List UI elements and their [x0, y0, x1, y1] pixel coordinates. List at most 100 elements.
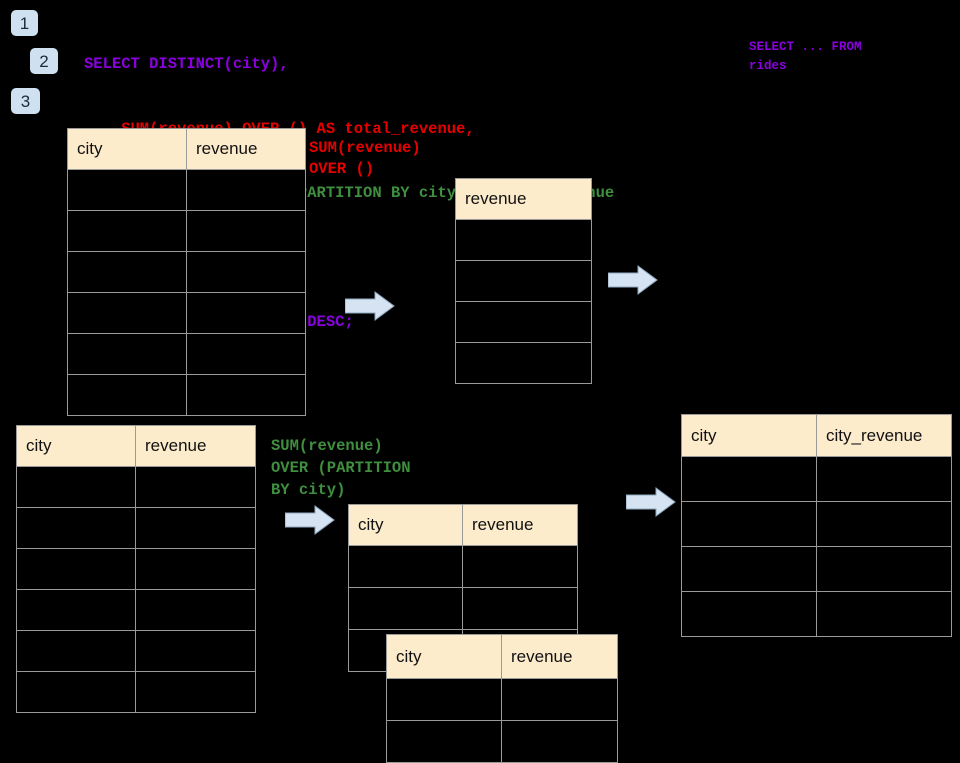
cell-city	[67, 169, 187, 211]
table-row	[455, 260, 592, 302]
cell-revenue	[135, 671, 256, 713]
cell-city	[16, 589, 136, 631]
step-badge-1: 1	[11, 10, 38, 36]
table-row	[67, 210, 306, 252]
table-source-bottom: city revenue	[16, 425, 256, 713]
cell-city	[386, 678, 502, 721]
column-header-revenue: revenue	[501, 634, 618, 679]
cell-revenue	[135, 630, 256, 672]
table-row	[67, 251, 306, 293]
cell-city	[67, 374, 187, 416]
table-header-row: city revenue	[67, 128, 306, 170]
cell-revenue	[455, 219, 592, 261]
cell-city	[348, 587, 463, 630]
diagram-canvas: 1 2 3 SELECT DISTINCT(city), SUM(revenue…	[11, 10, 952, 763]
table-row	[67, 292, 306, 334]
note-select-from-rides: SELECT ... FROM rides	[749, 40, 862, 73]
cell-city	[348, 545, 463, 588]
cell-city	[16, 630, 136, 672]
table-row	[455, 219, 592, 261]
cell-revenue	[186, 169, 306, 211]
table-row	[386, 720, 618, 763]
cell-revenue	[501, 720, 618, 763]
table-row	[455, 301, 592, 343]
table-row	[67, 374, 306, 416]
table-result: city city_revenue	[681, 414, 952, 637]
cell-city-revenue	[816, 546, 952, 592]
table-row	[348, 545, 578, 588]
table-row	[386, 678, 618, 721]
table-row	[681, 456, 952, 502]
cell-city	[386, 720, 502, 763]
column-header-city: city	[16, 425, 136, 467]
cell-revenue	[186, 210, 306, 252]
cell-revenue	[186, 251, 306, 293]
step-badge-3: 3	[11, 88, 40, 114]
note-sum-over-partition: SUM(revenue) OVER (PARTITION BY city)	[271, 437, 411, 499]
cell-revenue	[455, 301, 592, 343]
cell-city	[16, 671, 136, 713]
table-source-top: city revenue	[67, 128, 306, 416]
cell-revenue	[455, 260, 592, 302]
cell-revenue	[135, 548, 256, 590]
sql-line-1: SELECT DISTINCT(city),	[84, 55, 289, 73]
table-header-row: city city_revenue	[681, 414, 952, 457]
cell-revenue	[135, 589, 256, 631]
cell-city-revenue	[816, 456, 952, 502]
cell-city	[681, 501, 817, 547]
arrow-source-to-total	[345, 291, 395, 321]
step-badge-2: 2	[30, 48, 58, 74]
cell-revenue	[135, 466, 256, 508]
table-partition-front: city revenue	[386, 634, 618, 763]
table-row	[16, 507, 256, 549]
arrow-total-to-result	[608, 265, 658, 295]
table-header-row: city revenue	[16, 425, 256, 467]
table-row	[681, 501, 952, 547]
table-total-revenue: revenue	[455, 178, 592, 384]
table-header-row: city revenue	[348, 504, 578, 546]
cell-city-revenue	[816, 501, 952, 547]
table-row	[681, 591, 952, 637]
table-header-row: revenue	[455, 178, 592, 220]
cell-city	[67, 251, 187, 293]
note-sum-over-empty: SUM(revenue) OVER ()	[309, 139, 421, 178]
table-row	[16, 630, 256, 672]
cell-city	[681, 591, 817, 637]
column-header-revenue: revenue	[186, 128, 306, 170]
cell-city	[16, 507, 136, 549]
cell-revenue	[186, 374, 306, 416]
column-header-city-revenue: city_revenue	[816, 414, 952, 457]
arrow-partition-to-result	[626, 487, 676, 517]
table-row	[16, 671, 256, 713]
cell-city	[681, 546, 817, 592]
cell-city-revenue	[816, 591, 952, 637]
table-row	[16, 466, 256, 508]
table-row	[67, 169, 306, 211]
cell-revenue	[462, 545, 578, 588]
table-row	[16, 589, 256, 631]
table-row	[16, 548, 256, 590]
table-row	[348, 587, 578, 630]
table-row	[455, 342, 592, 384]
column-header-city: city	[386, 634, 502, 679]
cell-revenue	[501, 678, 618, 721]
column-header-city: city	[67, 128, 187, 170]
arrow-source-to-partition	[285, 505, 335, 535]
table-header-row: city revenue	[386, 634, 618, 679]
column-header-revenue: revenue	[462, 504, 578, 546]
cell-revenue	[462, 587, 578, 630]
cell-revenue	[455, 342, 592, 384]
cell-revenue	[135, 507, 256, 549]
cell-city	[67, 292, 187, 334]
table-row	[67, 333, 306, 375]
column-header-city: city	[348, 504, 463, 546]
cell-city	[16, 548, 136, 590]
column-header-revenue: revenue	[135, 425, 256, 467]
cell-city	[681, 456, 817, 502]
column-header-revenue: revenue	[455, 178, 592, 220]
table-row	[681, 546, 952, 592]
cell-city	[67, 210, 187, 252]
column-header-city: city	[681, 414, 817, 457]
cell-revenue	[186, 333, 306, 375]
cell-city	[16, 466, 136, 508]
